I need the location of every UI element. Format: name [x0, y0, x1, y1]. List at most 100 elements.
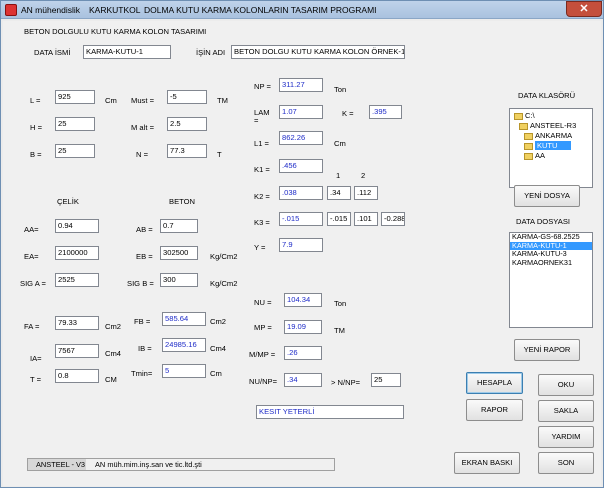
status-version: ANSTEEL - V3	[36, 460, 86, 469]
nunp-label: NU/NP=	[249, 377, 278, 386]
data-klasoru-label: DATA KLASÖRÜ	[518, 91, 576, 100]
l-input[interactable]: 925	[55, 90, 95, 104]
np-label: NP =	[254, 82, 271, 91]
aa-label: AA=	[24, 225, 39, 234]
l-unit: Cm	[105, 96, 117, 105]
must-label: Must =	[131, 96, 155, 105]
siga-input[interactable]: 2525	[55, 273, 99, 287]
son-button[interactable]: SON	[538, 452, 594, 474]
yeni-rapor-button[interactable]: YENİ RAPOR	[514, 339, 580, 361]
tree-node-label: ANKARMA	[535, 131, 573, 140]
l1-output: 862.26	[279, 131, 323, 145]
tmin-output: 5	[162, 364, 206, 378]
k1-label: K1 =	[254, 165, 270, 174]
fa-output: 79.33	[55, 316, 99, 330]
folder-open-icon	[524, 142, 533, 150]
b-label: B =	[30, 150, 42, 159]
yardim-button[interactable]: YARDIM	[538, 426, 594, 448]
eb-unit: Kg/Cm2	[210, 252, 238, 261]
data-ismi-label: DATA İSMİ	[34, 48, 71, 57]
rapor-button[interactable]: RAPOR	[466, 399, 523, 421]
form-client-area: BETON DOLGULU KUTU KARMA KOLON TASARIMI …	[3, 21, 601, 486]
isin-adi-input[interactable]: BETON DOLGU KUTU KARMA KOLON ÖRNEK-1	[231, 45, 405, 59]
ab-label: AB =	[136, 225, 153, 234]
menu-an-muhendislik[interactable]: AN mühendislik	[21, 5, 81, 15]
folder-tree[interactable]: C:\ ANSTEEL-R3 ANKARMA KUTU AA	[509, 108, 593, 188]
tree-node-ankarma[interactable]: ANKARMA	[524, 131, 572, 141]
menu-karkutkol[interactable]: KARKUTKOL	[89, 5, 141, 15]
mmp-output: .26	[284, 346, 322, 360]
celik-heading: ÇELİK	[57, 197, 79, 206]
ekran-baski-button[interactable]: EKRAN BASKI	[454, 452, 520, 474]
np-output: 311.27	[279, 78, 323, 92]
eb-input[interactable]: 302500	[160, 246, 198, 260]
list-item-selected[interactable]: KARMA-KUTU-1	[510, 241, 592, 250]
k2-label: K2 =	[254, 192, 270, 201]
list-item[interactable]: KARMAORNEK31	[512, 257, 573, 267]
tree-node-label: AA	[535, 151, 546, 160]
k3-output-1: -.015	[327, 212, 351, 226]
mmp-label: M/MP =	[249, 350, 276, 359]
list-item[interactable]: KARMA-GS-68.2525	[512, 232, 580, 241]
eb-label: EB =	[136, 252, 153, 261]
fb-label: FB =	[134, 317, 151, 326]
tree-node-label: C:\	[525, 111, 535, 120]
menu-program-title[interactable]: DOLMA KUTU KARMA KOLONLARIN TASARIM PROG…	[144, 5, 377, 15]
siga-label: SIG A =	[20, 279, 46, 288]
ia-output: 7567	[55, 344, 99, 358]
malt-input[interactable]: 2.5	[167, 117, 207, 131]
tree-node-aa[interactable]: AA	[524, 151, 545, 161]
result-output: KESIT YETERLİ	[256, 405, 404, 419]
must-unit: TM	[217, 96, 228, 105]
t-input[interactable]: 0.8	[55, 369, 99, 383]
ib-label: IB =	[138, 344, 152, 353]
app-icon	[5, 4, 17, 16]
nu-output: 104.34	[284, 293, 322, 307]
title-bar: AN mühendislik KARKUTKOL DOLMA KUTU KARM…	[1, 1, 603, 19]
nu-label: NU =	[254, 298, 272, 307]
y-output: 7.9	[279, 238, 323, 252]
folder-icon	[524, 152, 533, 160]
must-input[interactable]: -5	[167, 90, 207, 104]
k3-output-3: -0.288	[381, 212, 405, 226]
nnp-label: > N/NP=	[331, 378, 361, 387]
tree-node-ansteel[interactable]: ANSTEEL-R3	[519, 121, 576, 131]
k1-output: .456	[279, 159, 323, 173]
h-input[interactable]: 25	[55, 117, 95, 131]
b-input[interactable]: 25	[55, 144, 95, 158]
oku-button[interactable]: OKU	[538, 374, 594, 396]
sigb-label: SIG B =	[127, 279, 154, 288]
file-list[interactable]: KARMA-GS-68.2525 KARMA-KUTU-1 KARMA-KUTU…	[509, 232, 593, 328]
data-ismi-input[interactable]: KARMA-KUTU-1	[83, 45, 171, 59]
tmin-unit: Cm	[210, 369, 222, 378]
l1-unit: Cm	[334, 139, 346, 148]
sakla-button[interactable]: SAKLA	[538, 400, 594, 422]
nunp-output: .34	[284, 373, 322, 387]
tree-node-label: ANSTEEL-R3	[530, 121, 577, 130]
close-icon[interactable]: ✕	[566, 1, 602, 17]
list-item[interactable]: KARMA-KUTU-3	[512, 249, 567, 258]
n-input[interactable]: 77.3	[167, 144, 207, 158]
fb-unit: Cm2	[210, 317, 227, 326]
ab-input[interactable]: 0.7	[160, 219, 198, 233]
tree-node-c[interactable]: C:\	[514, 111, 535, 121]
ea-label: EA=	[24, 252, 39, 261]
folder-icon	[514, 112, 523, 120]
sigb-input[interactable]: 300	[160, 273, 198, 287]
l-label: L =	[30, 96, 41, 105]
mp-output: 19.09	[284, 320, 322, 334]
yeni-dosya-button[interactable]: YENİ DOSYA	[514, 185, 580, 207]
folder-icon	[519, 122, 528, 130]
aa-input[interactable]: 0.94	[55, 219, 99, 233]
l1-label: L1 =	[254, 139, 269, 148]
tree-node-kutu[interactable]: KUTU	[524, 141, 572, 151]
ea-input[interactable]: 2100000	[55, 246, 99, 260]
ib-output: 24985.16	[162, 338, 206, 352]
k-label: K =	[342, 109, 354, 118]
k-output: .395	[369, 105, 402, 119]
mp-label: MP =	[254, 323, 272, 332]
hesapla-button[interactable]: HESAPLA	[466, 372, 523, 394]
t-label: T =	[30, 375, 42, 384]
fb-output: 585.64	[162, 312, 206, 326]
